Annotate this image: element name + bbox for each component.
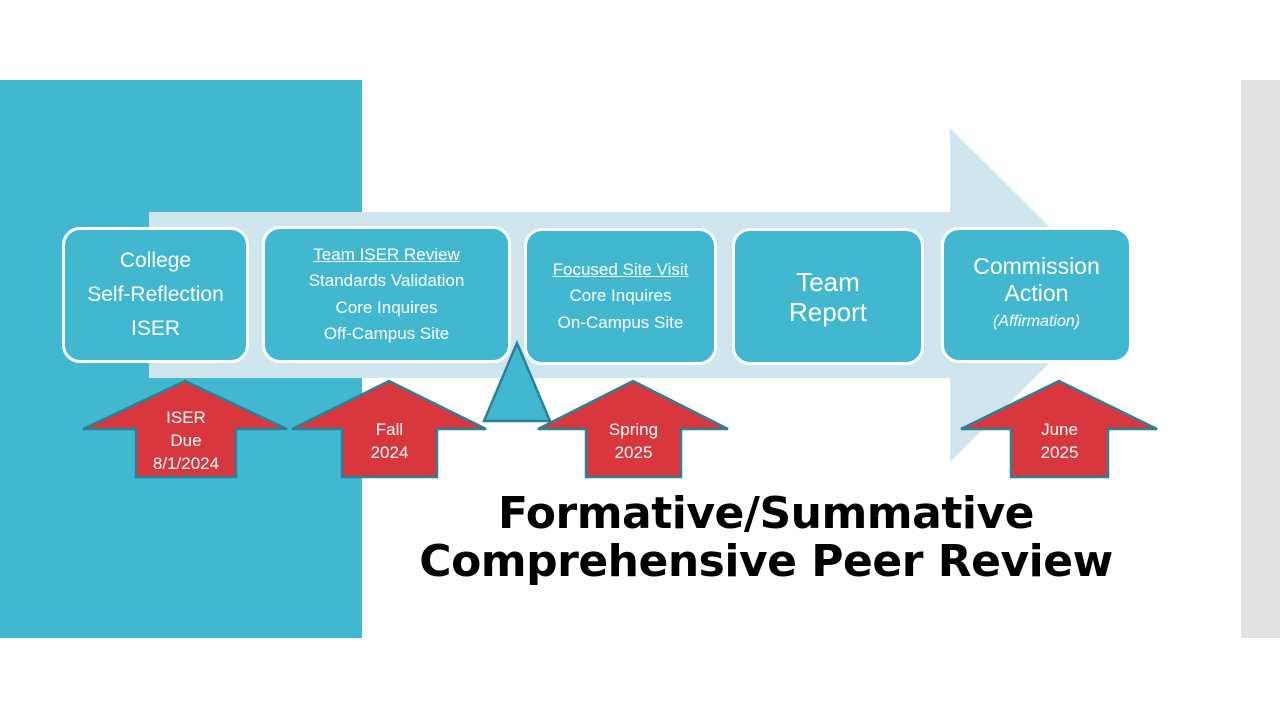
step-line: Off-Campus Site — [323, 324, 450, 343]
marker-arrow-iser-due — [82, 379, 288, 479]
marker-arrow-spring-2025 — [537, 379, 729, 479]
marker-line: Due — [170, 431, 202, 450]
title-line-2: Comprehensive Peer Review — [419, 536, 1113, 587]
step-commission-action: Commission Action (Affirmation) — [941, 227, 1132, 363]
step-line: Report — [788, 296, 868, 327]
step-focused-site-visit: Focused Site Visit Core Inquires On-Camp… — [524, 228, 717, 365]
step-line: Commission — [973, 253, 1100, 279]
step-heading: Team ISER Review — [313, 244, 460, 264]
title-line-1: Formative/Summative — [498, 488, 1035, 539]
marker-label-spring-2025: Spring 2025 — [586, 418, 681, 464]
step-line: Team — [796, 266, 860, 297]
marker-label-june-2025: June 2025 — [1011, 418, 1108, 464]
marker-line: June — [1041, 420, 1078, 439]
step-line: College — [119, 249, 192, 272]
marker-line: 2025 — [1040, 443, 1079, 462]
step-line: Core Inquires — [335, 297, 438, 317]
step-line: Self-Reflection — [87, 283, 224, 306]
marker-line: ISER — [166, 408, 206, 427]
marker-arrow-june-2025 — [960, 379, 1158, 479]
slide-title: Formative/Summative Comprehensive Peer R… — [380, 490, 1152, 586]
step-note: (Affirmation) — [992, 313, 1081, 330]
step-line: Standards Validation — [308, 271, 465, 290]
step-college-self-reflection: College Self-Reflection ISER — [62, 227, 249, 363]
marker-label-iser-due: ISER Due 8/1/2024 — [136, 406, 236, 475]
step-team-report: Team Report — [732, 228, 924, 365]
right-gray-strip — [1241, 80, 1280, 638]
marker-line: 8/1/2024 — [152, 454, 220, 473]
marker-line: Fall — [375, 420, 404, 439]
step-line: ISER — [130, 317, 180, 340]
step-heading: Focused Site Visit — [552, 259, 689, 279]
marker-arrow-fall-2024 — [291, 379, 487, 479]
step-line: On-Campus Site — [557, 312, 684, 332]
step-team-iser-review: Team ISER Review Standards Validation Co… — [262, 226, 511, 363]
marker-line: 2024 — [370, 443, 409, 462]
marker-line: 2025 — [614, 443, 653, 462]
marker-line: Spring — [608, 420, 659, 439]
step-line: Core Inquires — [569, 286, 672, 306]
marker-label-fall-2024: Fall 2024 — [342, 418, 437, 464]
step-line: Action — [1004, 280, 1069, 306]
triangle-marker — [482, 339, 552, 423]
